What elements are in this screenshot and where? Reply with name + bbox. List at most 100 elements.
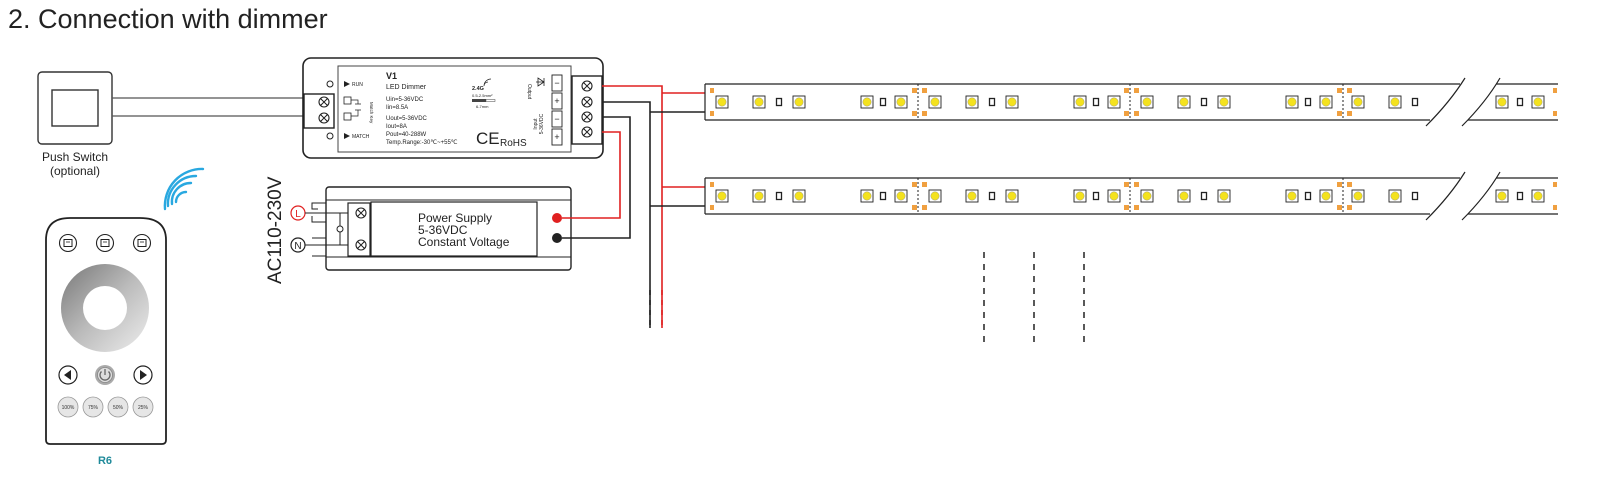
spec-temp: Temp.Range:-30℃~+55℃ [386,140,458,146]
led-chip [1107,189,1121,203]
spec-pout: Pout=40-288W [386,132,427,138]
page-title: 2. Connection with dimmer [8,4,328,34]
brightness-preset-button-2[interactable]: 75% [82,396,104,418]
right-arrow-icon [140,370,147,380]
push-switch-label: Push Switch [42,150,108,164]
led-chip [1319,189,1333,203]
brightness-preset-label: 50% [113,405,124,411]
push-switch: Push Switch (optional) [37,71,113,178]
output-wires [602,85,705,328]
input-voltage-label: 5-36VDC [539,113,545,134]
solder-pad [912,111,917,116]
push-switch-optional-label: (optional) [50,164,100,178]
zone-icon [137,239,147,247]
led-chip [928,95,942,109]
solder-pad [1337,111,1342,116]
zone-icon [100,239,110,247]
resistor [1200,97,1208,107]
brightness-preset-label: 100% [62,405,75,411]
rf-band-label: 2.4G [472,86,484,92]
solder-pad [1124,182,1129,187]
led-chip [928,189,942,203]
solder-pad [1347,111,1352,116]
left-arrow-button[interactable] [58,365,78,385]
output-wire-continuation [649,290,663,330]
led-chip [1140,189,1154,203]
psu-positive-terminal [552,213,562,223]
diode-icon [536,77,545,87]
led-chip [965,189,979,203]
solder-pad [710,205,714,210]
psu-voltage: 5-36VDC [418,223,468,237]
dimmer-output-terminal-1 [581,80,593,92]
resistor [1411,97,1419,107]
solder-pad [1347,205,1352,210]
solder-pad [1134,88,1139,93]
led-chip [1005,189,1019,203]
brightness-preset-label: 25% [138,405,149,411]
brightness-preset-button-1[interactable]: 100% [57,396,79,418]
led-chip [1217,95,1231,109]
switch-wires [112,97,304,117]
strip-break-symbol [1425,77,1501,127]
in-plus-sign: + [554,132,559,142]
resistor [1092,191,1100,201]
brightness-preset-button-3[interactable]: 50% [107,396,129,418]
psu-title: Power Supply [418,211,492,225]
solder-pad [1553,205,1557,210]
led-chip [1388,189,1402,203]
led-chip [1531,189,1545,203]
resistor [1411,191,1419,201]
dimmer-output-terminal-4 [581,126,593,138]
led-chip [1005,95,1019,109]
solder-pad [1553,182,1557,187]
led-chip [715,95,729,109]
led-chip [1217,189,1231,203]
right-arrow-button[interactable] [133,365,153,385]
output-label: Output [526,84,532,100]
led-chip [1495,95,1509,109]
resistor [1304,97,1312,107]
spec-uout: Uout=5-36VDC [386,116,428,122]
led-chip [1073,95,1087,109]
solder-pad [1124,111,1129,116]
strip-break-symbol [1425,171,1501,221]
left-arrow-icon [64,370,71,380]
solder-pad [710,111,714,116]
zone-button-2[interactable] [95,233,115,253]
zone-icon [63,239,73,247]
led-chip [1073,189,1087,203]
led-chip [792,95,806,109]
out-minus-sign: − [554,78,559,88]
psu-negative-terminal [552,233,562,243]
led-chip [1319,95,1333,109]
led-chip [894,95,908,109]
led-chip [894,189,908,203]
led-chip [1351,189,1365,203]
solder-pad [922,182,927,187]
power-wires [562,116,631,239]
resistor [1304,191,1312,201]
dimmer-model: V1 [386,71,397,81]
zone-button-1[interactable] [58,233,78,253]
psu-type: Constant Voltage [418,235,510,249]
solder-pad [1124,205,1129,210]
solder-pad [1134,111,1139,116]
resistor [988,97,996,107]
zone-button-3[interactable] [132,233,152,253]
resistor [988,191,996,201]
led-chip [1285,189,1299,203]
solder-pad [1337,205,1342,210]
solder-pad [1337,182,1342,187]
solder-pad [1134,205,1139,210]
brightness-preset-button-4[interactable]: 25% [132,396,154,418]
remote-model-label: R6 [98,455,112,467]
spec-uin: Uin=5-36VDC [386,97,424,103]
led-chip [752,189,766,203]
solder-pad [1134,182,1139,187]
power-button[interactable] [95,365,115,385]
solder-pad [922,205,927,210]
ce-mark: CE [476,129,500,148]
input-label: Input [533,118,539,130]
led-chip [1351,95,1365,109]
